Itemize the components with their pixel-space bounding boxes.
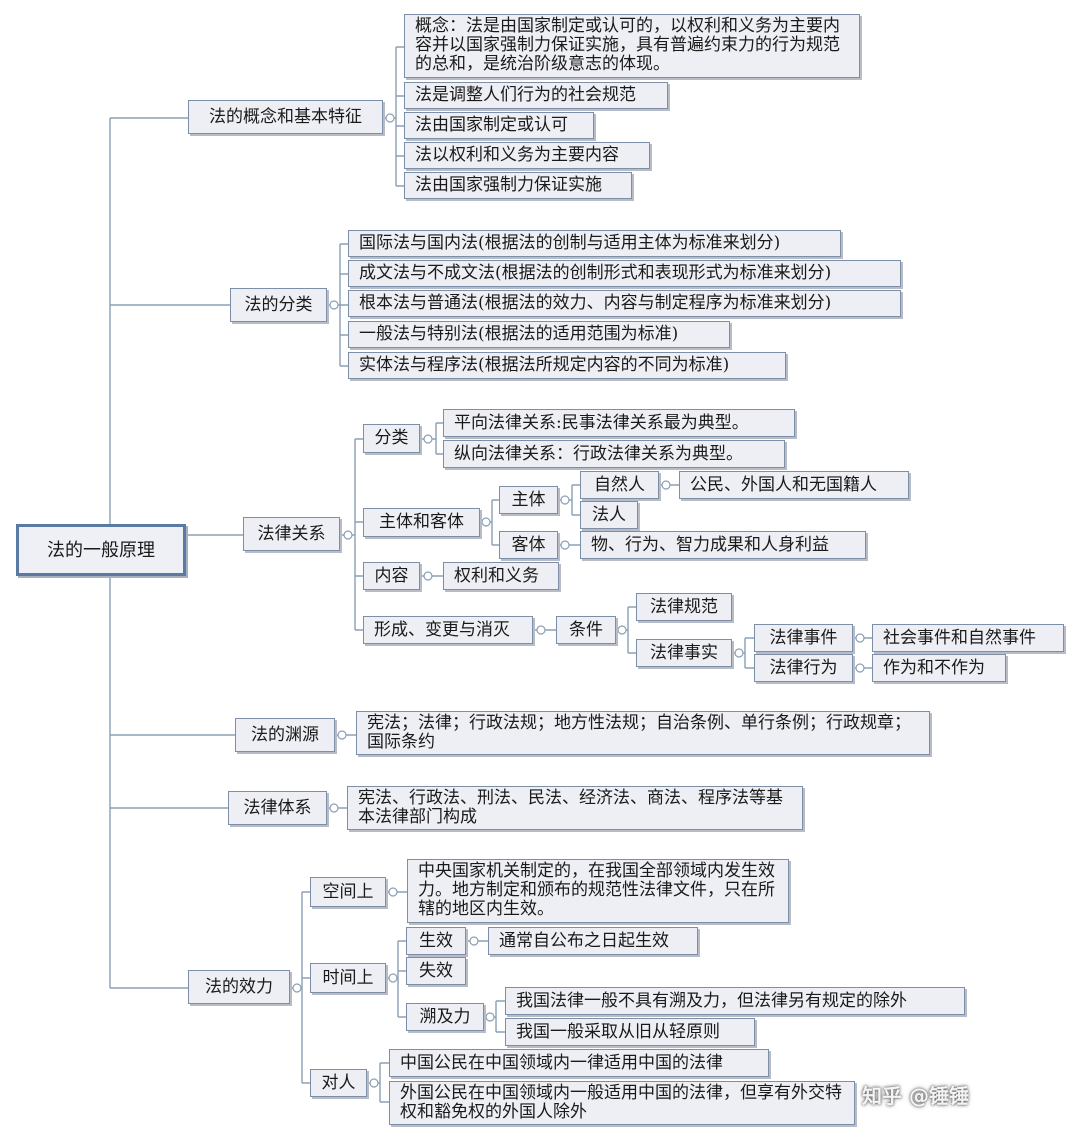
person-item: 中国公民在中国领域内一律适用中国的法律 bbox=[389, 1049, 769, 1077]
classification-node[interactable]: 法的分类 bbox=[230, 288, 327, 322]
classification-item: 成文法与不成文法(根据法的创制形式和表现形式为标准来划分) bbox=[348, 260, 901, 287]
classification-item: 国际法与国内法(根据法的创制与适用主体为标准来划分) bbox=[348, 230, 841, 257]
classification-item: 一般法与特别法(根据法的适用范围为标准) bbox=[348, 321, 730, 348]
valid-detail: 通常自公布之日起生效 bbox=[488, 927, 698, 955]
time-node[interactable]: 时间上 bbox=[310, 963, 386, 993]
content-node[interactable]: 内容 bbox=[363, 562, 420, 590]
legal-act-node[interactable]: 法律行为 bbox=[754, 654, 853, 682]
classification-item: 根本法与普通法(根据法的效力、内容与制定程序为标准来划分) bbox=[348, 290, 901, 317]
person-item: 外国公民在中国领域内一般适用中国的法律，但享有外交特权和豁免权的外国人除外 bbox=[389, 1081, 855, 1125]
condition-node[interactable]: 条件 bbox=[556, 616, 616, 644]
legal-fact-node[interactable]: 法律事实 bbox=[636, 639, 732, 667]
legal-event-node[interactable]: 法律事件 bbox=[754, 624, 853, 652]
valid-node[interactable]: 生效 bbox=[406, 927, 466, 955]
sources-node[interactable]: 法的渊源 bbox=[235, 718, 335, 752]
relation-category-item: 平向法律关系:民事法律关系最为典型。 bbox=[443, 409, 795, 437]
watermark: 知乎 @锤锤 bbox=[862, 1084, 969, 1108]
object-node[interactable]: 客体 bbox=[499, 531, 558, 559]
relation-category-item: 纵向法律关系：行政法律关系为典型。 bbox=[443, 440, 785, 468]
person-node[interactable]: 对人 bbox=[310, 1069, 367, 1097]
content-detail: 权利和义务 bbox=[443, 562, 559, 590]
legal-person-node: 法人 bbox=[580, 501, 638, 529]
space-node[interactable]: 空间上 bbox=[310, 877, 386, 907]
concept-feature: 法是调整人们行为的社会规范 bbox=[404, 82, 668, 109]
retroactivity-item: 我国一般采取从旧从轻原则 bbox=[505, 1018, 755, 1046]
concept-node[interactable]: 法的概念和基本特征 bbox=[188, 100, 383, 134]
sources-detail: 宪法；法律；行政法规；地方性法规；自治条例、单行条例；行政规章；国际条约 bbox=[356, 711, 930, 755]
root-node[interactable]: 法的一般原理 bbox=[16, 524, 186, 576]
object-detail: 物、行为、智力成果和人身利益 bbox=[580, 531, 866, 559]
concept-feature: 法由国家强制力保证实施 bbox=[404, 172, 632, 199]
classification-item: 实体法与程序法(根据法所规定内容的不同为标准) bbox=[348, 352, 786, 379]
legal-act-detail: 作为和不作为 bbox=[872, 654, 1006, 682]
concept-feature: 法由国家制定或认可 bbox=[404, 112, 594, 139]
system-node[interactable]: 法律体系 bbox=[228, 791, 327, 825]
formation-node[interactable]: 形成、变更与消灭 bbox=[363, 616, 533, 644]
concept-feature: 法以权利和义务为主要内容 bbox=[404, 142, 650, 169]
relation-category-node[interactable]: 分类 bbox=[363, 424, 420, 453]
space-detail: 中央国家机关制定的，在我国全部领域内发生效力。地方制定和颁布的规范性法律文件，只… bbox=[407, 859, 789, 923]
relation-node[interactable]: 法律关系 bbox=[243, 517, 340, 551]
invalid-node: 失效 bbox=[406, 957, 466, 985]
retroactivity-item: 我国法律一般不具有溯及力，但法律另有规定的除外 bbox=[505, 987, 965, 1015]
legal-event-detail: 社会事件和自然事件 bbox=[872, 624, 1064, 652]
subject-node[interactable]: 主体 bbox=[499, 486, 558, 514]
subject-object-node[interactable]: 主体和客体 bbox=[363, 508, 480, 537]
legal-norm-node: 法律规范 bbox=[636, 593, 732, 621]
natural-person-node[interactable]: 自然人 bbox=[580, 471, 659, 499]
effect-node[interactable]: 法的效力 bbox=[188, 970, 290, 1004]
concept-definition: 概念：法是由国家制定或认可的，以权利和义务为主要内容并以国家强制力保证实施，具有… bbox=[404, 14, 860, 78]
retroactivity-node[interactable]: 溯及力 bbox=[406, 1003, 484, 1031]
system-detail: 宪法、行政法、刑法、民法、经济法、商法、程序法等基本法律部门构成 bbox=[347, 786, 803, 830]
natural-person-detail: 公民、外国人和无国籍人 bbox=[679, 471, 909, 499]
